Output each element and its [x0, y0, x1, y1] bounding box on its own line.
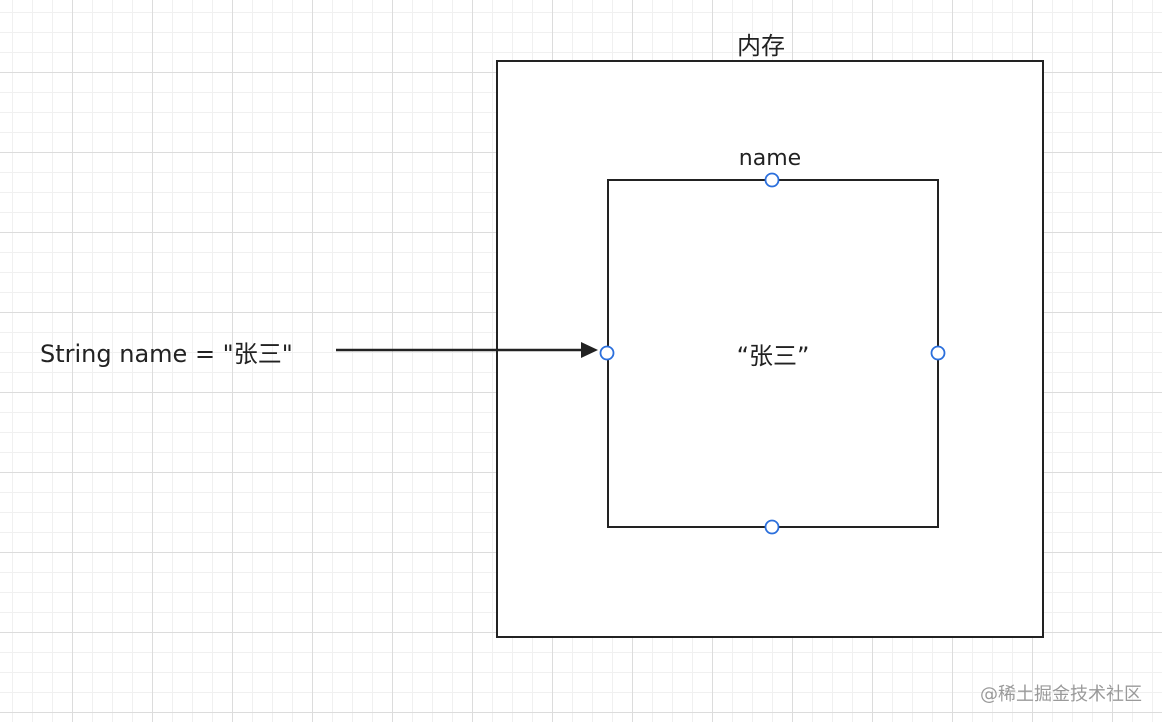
variable-value-label: “张三”	[736, 342, 810, 370]
code-statement: String name = "张三"	[40, 340, 293, 368]
variable-name-label: name	[738, 146, 802, 171]
connection-point-top[interactable]	[764, 172, 780, 188]
connection-point-right[interactable]	[930, 345, 946, 361]
memory-label: 内存	[737, 32, 785, 60]
watermark: @稀土掘金技术社区	[980, 684, 1142, 705]
connection-point-bottom[interactable]	[764, 519, 780, 535]
connection-point-left[interactable]	[599, 345, 615, 361]
arrow-head	[581, 342, 598, 358]
reference-arrow	[336, 342, 598, 358]
